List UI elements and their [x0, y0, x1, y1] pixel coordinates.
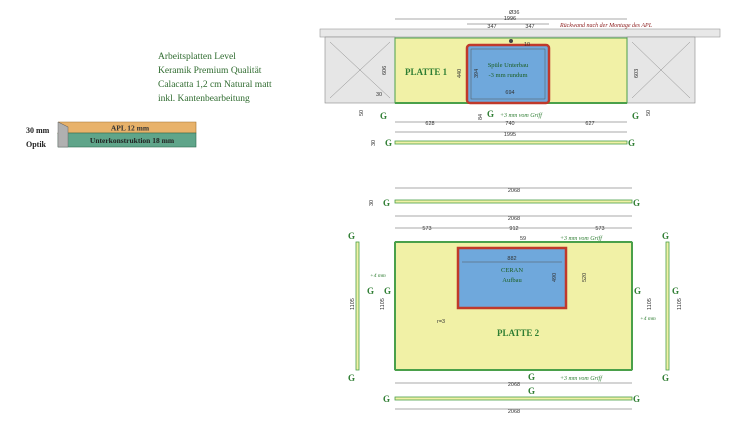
platte1-sink-label-2: -3 mm rundum: [489, 72, 528, 79]
p1-dim-1995: 1995: [504, 132, 516, 138]
p2-edge-g-r2: G: [634, 286, 641, 296]
platte2-right-strip: [665, 241, 670, 371]
p1-edge-g-mid: G: [487, 109, 494, 119]
p1-griff-note: +3 mm vom Griff: [500, 112, 543, 119]
platte1-drawing: Ø36 1996 347 347 10 Rückwand nach der Mo…: [319, 10, 721, 148]
p2-edge-g-l4: G: [348, 373, 355, 383]
p2-edge-g-l3: G: [384, 286, 391, 296]
p2-side-note-r: +4 mm: [640, 315, 656, 322]
p1-dim-394: 394: [474, 69, 480, 78]
p2-griff-note-top: +3 mm vom Griff: [560, 235, 603, 242]
p2-edge-g-b3: G: [383, 394, 390, 404]
p1-dim-30a: 30: [376, 92, 382, 98]
p2-dim-573a: 573: [422, 226, 431, 232]
p2-dim-1105-l: 1105: [350, 298, 356, 310]
platte2-top-strip: [394, 199, 633, 204]
p1-dim-440: 440: [457, 69, 463, 78]
platte2-bottom-strip: [394, 396, 633, 401]
p2-dim-r3: r=3: [437, 319, 445, 325]
p2-dim-2068-b: 2068: [508, 216, 520, 222]
p1-dim-diam: Ø36: [509, 10, 519, 16]
platte2-title: PLATTE 2: [497, 328, 540, 338]
layer-apl-label: APL 12 mm: [111, 124, 150, 133]
p2-edge-g-b2: G: [528, 386, 535, 396]
platte1-title: PLATTE 1: [405, 67, 448, 77]
platte2-ceran-label-2: Aufbau: [502, 277, 522, 284]
p2-edge-g-r3: G: [672, 286, 679, 296]
p2-edge-g-l1: G: [348, 231, 355, 241]
spec-line-3: Calacatta 1,2 cm Natural matt: [158, 80, 272, 90]
p1-dim-347b: 347: [525, 24, 534, 30]
p2-dim-2068-d: 2068: [508, 409, 520, 415]
p1-dim-50b: 50: [646, 110, 652, 116]
p1-dim-50a: 50: [359, 110, 365, 116]
p1-dim-30b: 30: [371, 140, 377, 146]
p1-dim-606: 606: [382, 66, 388, 75]
p2-dim-30: 30: [369, 200, 375, 206]
p1-strip-g-left: G: [385, 138, 392, 148]
p2-dim-490: 490: [552, 273, 558, 282]
platte2-ceran-label-1: CERAN: [501, 267, 523, 274]
layer-buildup: APL 12 mm Unterkonstruktion 18 mm: [56, 121, 197, 148]
p2-dim-1105-r2: 1105: [677, 298, 683, 310]
layer-unter-label: Unterkonstruktion 18 mm: [90, 136, 175, 145]
p2-edge-g-b4: G: [633, 394, 640, 404]
p1-strip-g-right: G: [628, 138, 635, 148]
p1-dim-603: 603: [634, 69, 640, 78]
spec-line-2: Keramik Premium Qualität: [158, 66, 262, 76]
spec-line-4: inkl. Kantenbearbeitung: [158, 94, 250, 104]
platte2-ceran: [456, 246, 568, 310]
layer-optik-label: Optik: [26, 140, 47, 149]
p2-edge-g-r4: G: [662, 373, 669, 383]
platte1-sink-label-1: Spüle Unterbau: [488, 62, 529, 69]
p1-dim-627: 627: [585, 121, 594, 127]
p1-dim-347a: 347: [487, 24, 496, 30]
p2-side-note-l: +4 mm: [370, 272, 386, 279]
platte2-left-strip: [355, 241, 360, 371]
p1-dim-10: 10: [524, 42, 530, 48]
spec-line-1: Arbeitsplatten Level: [158, 52, 236, 62]
p2-dim-912: 912: [509, 226, 518, 232]
p1-dim-740: 740: [505, 121, 514, 127]
p1-dim-1996: 1996: [504, 16, 516, 22]
p2-dim-882: 882: [507, 256, 516, 262]
p2-dim-573b: 573: [595, 226, 604, 232]
p2-edge-g-l2: G: [367, 286, 374, 296]
p2-dim-1105-r: 1105: [647, 298, 653, 310]
platte1-edge-strip: [394, 140, 628, 145]
p2-dim-1105-l2: 1105: [380, 298, 386, 310]
p2-dim-2068-top: 2068: [508, 188, 520, 194]
p1-dim-694: 694: [505, 90, 514, 96]
p1-dim-84: 84: [478, 114, 484, 120]
p2-edge-g-r1: G: [662, 231, 669, 241]
p2-dim-59: 59: [520, 236, 526, 242]
p2-edge-g-b1: G: [528, 372, 535, 382]
p1-edge-g-right: G: [632, 111, 639, 121]
p1-edge-g-left: G: [380, 111, 387, 121]
platte2-drawing: 2068 30 G G 2068 573 912 573 +3 mm vom G…: [348, 187, 683, 415]
platte1-sink: [465, 43, 551, 105]
p2-dim-520: 520: [582, 273, 588, 282]
p2-dim-2068-c: 2068: [508, 382, 520, 388]
layer-total-label: 30 mm: [26, 126, 50, 135]
p1-top-note: Rückwand nach der Montage des APL: [559, 23, 653, 29]
p2-strip-g-left: G: [383, 198, 390, 208]
p1-dim-628: 628: [425, 121, 434, 127]
p2-griff-note-bottom: +3 mm vom Griff: [560, 375, 603, 382]
p2-strip-g-right: G: [633, 198, 640, 208]
